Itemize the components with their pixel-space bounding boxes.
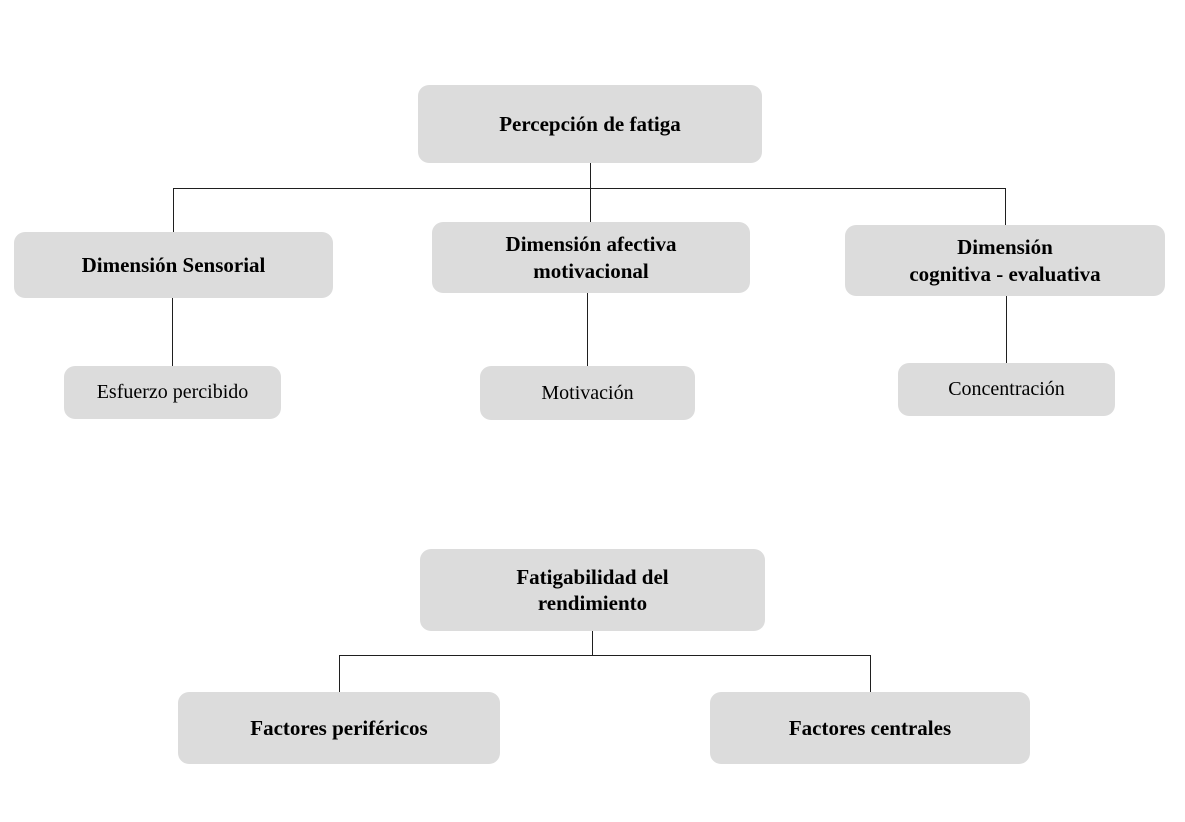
node-concentracion: Concentración xyxy=(898,363,1115,416)
connector-rail1-to-sensorial xyxy=(173,188,174,232)
connector-rail2 xyxy=(339,655,870,656)
connector-afectiva-to-motivacion xyxy=(587,293,588,366)
node-motivacion: Motivación xyxy=(480,366,695,420)
connector-rail2-to-centrales xyxy=(870,655,871,692)
connector-sensorial-to-esfuerzo xyxy=(172,298,173,366)
connector-rail1-to-cognitiva xyxy=(1005,188,1006,225)
node-esfuerzo-percibido: Esfuerzo percibido xyxy=(64,366,281,419)
connector-root2-down xyxy=(592,631,593,655)
node-fatigabilidad-del-rendimiento: Fatigabilidad del rendimiento xyxy=(420,549,765,631)
node-percepcion-de-fatiga: Percepción de fatiga xyxy=(418,85,762,163)
connector-cognitiva-to-concentracion xyxy=(1006,296,1007,363)
connector-rail1 xyxy=(173,188,1005,189)
node-dimension-sensorial: Dimensión Sensorial xyxy=(14,232,333,298)
node-factores-perifericos: Factores periféricos xyxy=(178,692,500,764)
connector-root1-down xyxy=(590,163,591,222)
connector-rail2-to-perifericos xyxy=(339,655,340,692)
node-dimension-afectiva-motivacional: Dimensión afectiva motivacional xyxy=(432,222,750,293)
node-dimension-cognitiva-evaluativa: Dimensión cognitiva - evaluativa xyxy=(845,225,1165,296)
node-factores-centrales: Factores centrales xyxy=(710,692,1030,764)
